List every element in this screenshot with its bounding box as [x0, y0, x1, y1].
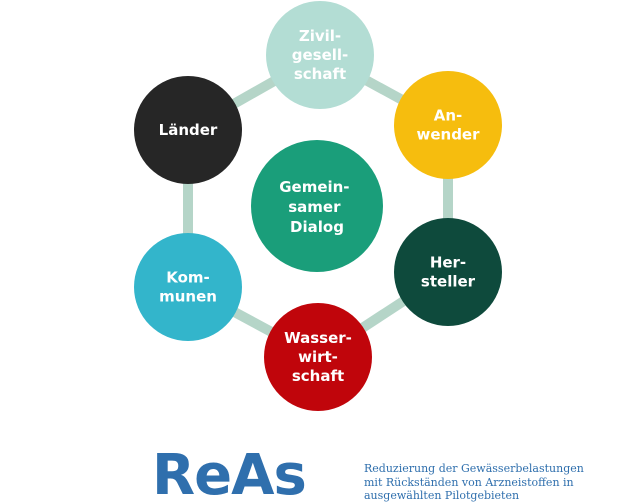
node-label-line: Länder: [159, 121, 218, 139]
center-node: Gemein- samer Dialog: [251, 140, 383, 272]
tagline-line-2: mit Rückständen von Arzneistoffen in: [364, 475, 574, 489]
node-label-line: wirt-: [298, 348, 338, 366]
node-zivilgesellschaft: Zivil-gesell-schaft: [266, 1, 374, 109]
node-hersteller: Her-steller: [394, 218, 502, 326]
node-label-wasserwirtschaft: Wasser-wirt-schaft: [284, 329, 352, 385]
stakeholder-diagram: Gemein- samer Dialog Zivil-gesell-schaft…: [134, 1, 502, 411]
center-circle: [251, 140, 383, 272]
node-label-line: Zivil-: [299, 27, 341, 45]
center-label: Gemein- samer Dialog: [279, 178, 355, 236]
center-label-line-3: Dialog: [290, 218, 344, 236]
node-anwender: An-wender: [394, 71, 502, 179]
node-circle-anwender: [394, 71, 502, 179]
node-label-line: schaft: [292, 367, 344, 385]
node-label-hersteller: Her-steller: [421, 254, 476, 291]
node-label-kommunen: Kom-munen: [159, 269, 217, 306]
center-label-line-1: Gemein-: [279, 178, 349, 196]
node-label-line: steller: [421, 273, 476, 291]
center-label-line-2: samer: [288, 198, 341, 216]
node-laender: Länder: [134, 76, 242, 184]
node-circle-laender: [134, 76, 242, 184]
svg-text:ReAs: ReAs: [152, 443, 306, 502]
node-wasserwirtschaft: Wasser-wirt-schaft: [264, 303, 372, 411]
tagline-line-3: ausgewählten Pilotgebieten: [364, 489, 520, 502]
node-kommunen: Kom-munen: [134, 233, 242, 341]
node-label-line: Kom-: [166, 269, 210, 287]
node-label-line: munen: [159, 288, 217, 306]
outer-nodes: Zivil-gesell-schaftAn-wenderHer-stellerW…: [134, 1, 502, 411]
tagline-line-1: Reduzierung der Gewässerbelastungen: [364, 462, 584, 475]
logo-text-re: Re: [152, 443, 231, 502]
reas-logo: ReAs: [152, 443, 307, 502]
node-label-zivilgesellschaft: Zivil-gesell-schaft: [292, 27, 349, 83]
node-label-line: wender: [416, 126, 480, 144]
node-label-line: gesell-: [292, 46, 349, 64]
project-tagline: Reduzierung der Gewässerbelastungen mit …: [364, 462, 634, 503]
node-label-line: Her-: [430, 254, 466, 272]
node-circle-hersteller: [394, 218, 502, 326]
node-label-anwender: An-wender: [416, 107, 480, 144]
node-label-line: Wasser-: [284, 329, 352, 347]
node-label-laender: Länder: [159, 121, 218, 139]
node-label-line: An-: [434, 107, 463, 125]
footer: ReAs Reduzierung der Gewässerbelastungen…: [0, 440, 636, 504]
node-label-line: schaft: [294, 65, 346, 83]
node-circle-wasserwirtschaft: [264, 303, 372, 411]
node-circle-zivilgesellschaft: [266, 1, 374, 109]
logo-text-as: As: [231, 443, 306, 502]
node-circle-kommunen: [134, 233, 242, 341]
